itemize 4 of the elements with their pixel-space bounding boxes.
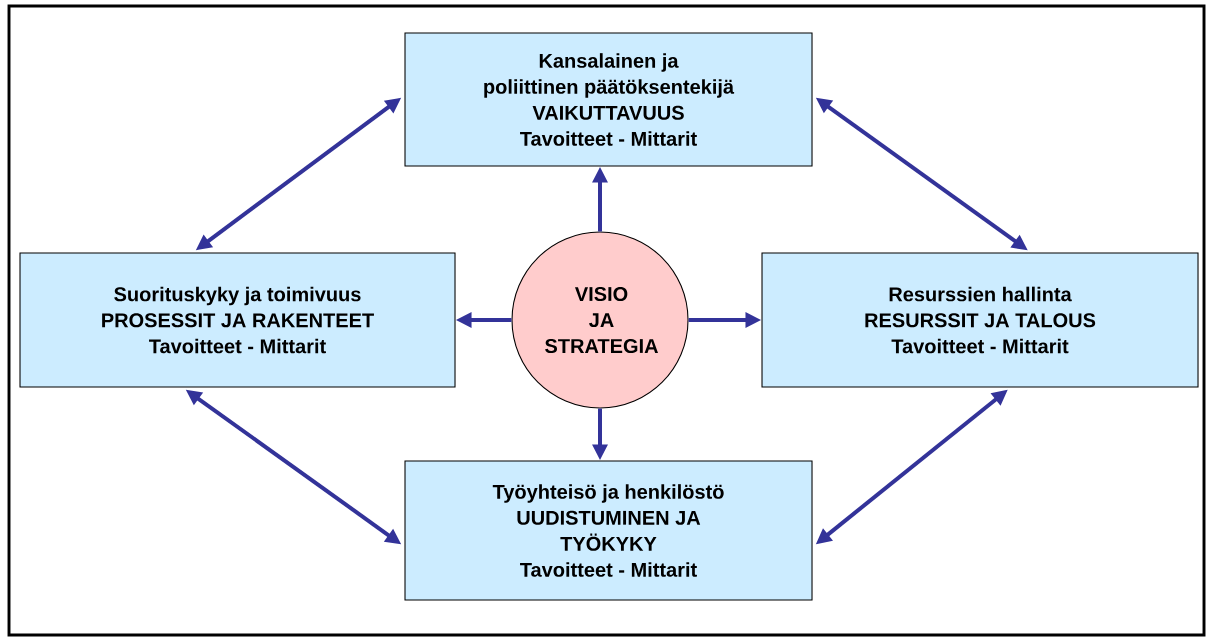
process-box: Suorituskyky ja toimivuus PROSESSIT JA RAKENTEET Tavoitteet - Mittarit xyxy=(19,252,456,388)
process-box: Työyhteisö ja henkilöstö UUDISTUMINEN JA TYÖKYKY Tavoitteet - Mittarit xyxy=(404,460,813,601)
process-box: Kansalainen ja poliittinen päätöksentekijä VAIKUTTAVUUS Tavoitteet - Mittarit xyxy=(404,32,813,167)
process-box: Resurssien hallinta RESURSSIT JA TALOUS Tavoitteet - Mittarit xyxy=(761,252,1199,388)
